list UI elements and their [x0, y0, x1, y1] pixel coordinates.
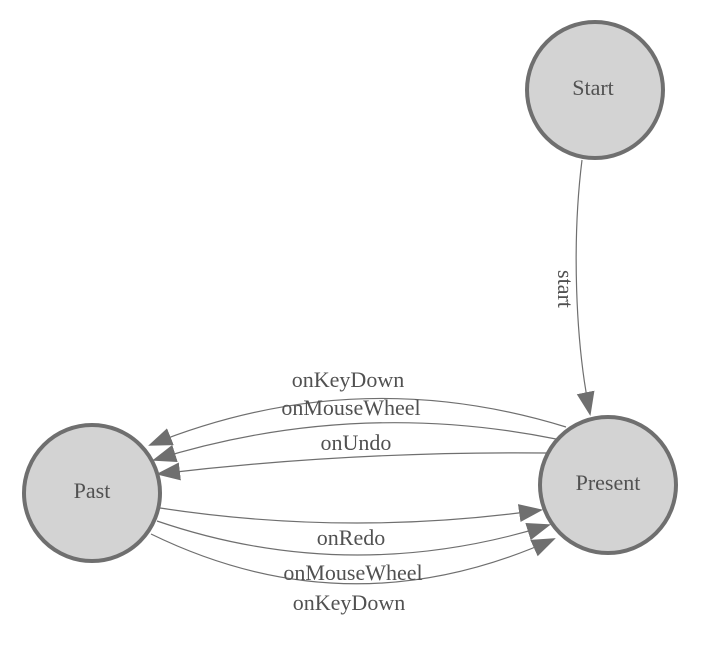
state-node-present-circle[interactable] — [538, 415, 678, 555]
edge-label-onredo: onRedo — [317, 525, 385, 550]
edge-layer — [148, 159, 595, 585]
state-node-present-label: Present — [576, 470, 641, 495]
state-node-start-circle[interactable] — [525, 20, 665, 160]
state-node-past-label: Past — [74, 478, 111, 503]
edge-start-to-present[interactable] — [575, 159, 595, 416]
edge-label-onkeydown-top: onKeyDown — [292, 367, 404, 392]
state-node-past[interactable]: Past — [22, 423, 162, 563]
edge-label-onundo: onUndo — [321, 430, 392, 455]
edge-present-to-past-onkeydown[interactable] — [148, 397, 567, 446]
edge-label-onkeydown-bottom: onKeyDown — [293, 590, 405, 615]
edge-past-to-present-onkeydown[interactable] — [150, 533, 556, 585]
edge-present-to-past-onmousewheel[interactable] — [152, 422, 557, 463]
edge-past-to-present-onmousewheel[interactable] — [156, 520, 551, 556]
edge-label-start: start — [553, 270, 578, 308]
state-node-past-circle[interactable] — [22, 423, 162, 563]
edge-label-onmousewheel-bottom: onMouseWheel — [283, 560, 422, 585]
state-node-start[interactable]: Start — [525, 20, 665, 160]
state-node-start-label: Start — [572, 75, 614, 100]
edge-present-to-past-onundo[interactable] — [156, 452, 548, 481]
state-node-present[interactable]: Present — [538, 415, 678, 555]
edge-label-layer: start onKeyDown onMouseWheel onUndo onRe… — [281, 270, 578, 615]
edge-past-to-present-onredo[interactable] — [159, 504, 543, 524]
edge-label-onmousewheel-top: onMouseWheel — [281, 395, 420, 420]
